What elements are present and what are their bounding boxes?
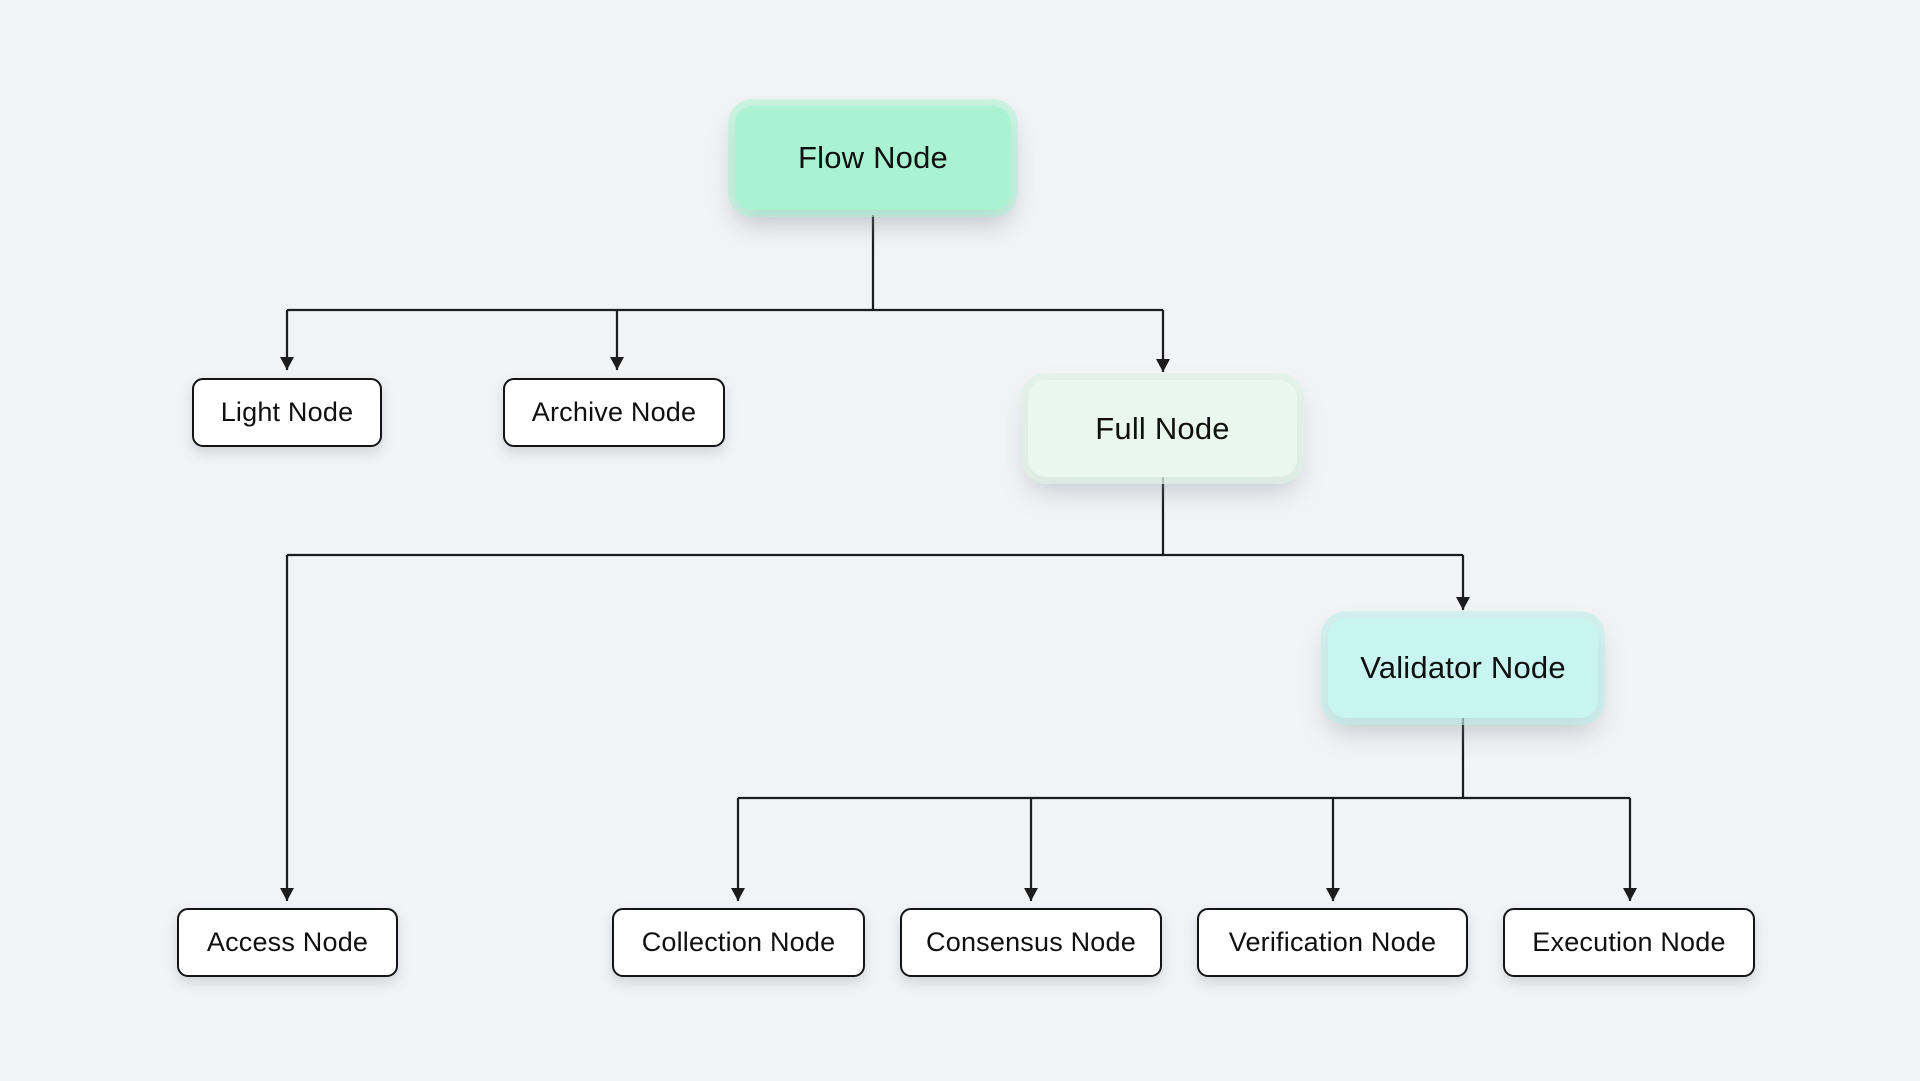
node-consensus-label: Consensus Node (926, 927, 1136, 957)
node-archive-label: Archive Node (531, 397, 697, 427)
node-execution-label: Execution Node (1532, 927, 1726, 957)
node-validator-label: Validator Node (1360, 650, 1566, 685)
edge-group-full-children (280, 477, 1470, 901)
node-flow: Flow Node (735, 106, 1011, 210)
node-verification: Verification Node (1197, 908, 1468, 977)
node-validator: Validator Node (1328, 618, 1598, 718)
node-full-label: Full Node (1095, 410, 1230, 446)
node-access: Access Node (177, 908, 398, 977)
node-light-label: Light Node (220, 397, 354, 427)
node-collection: Collection Node (612, 908, 865, 977)
node-verification-label: Verification Node (1228, 927, 1437, 957)
node-full: Full Node (1028, 380, 1297, 477)
node-consensus: Consensus Node (900, 908, 1162, 977)
node-access-label: Access Node (206, 927, 369, 957)
node-flow-label: Flow Node (798, 140, 948, 175)
node-archive: Archive Node (503, 378, 725, 447)
node-collection-label: Collection Node (641, 927, 836, 957)
edge-group-validator-children (731, 718, 1637, 901)
edge-group-flow-children (280, 215, 1170, 372)
node-light: Light Node (192, 378, 382, 447)
node-execution: Execution Node (1503, 908, 1755, 977)
